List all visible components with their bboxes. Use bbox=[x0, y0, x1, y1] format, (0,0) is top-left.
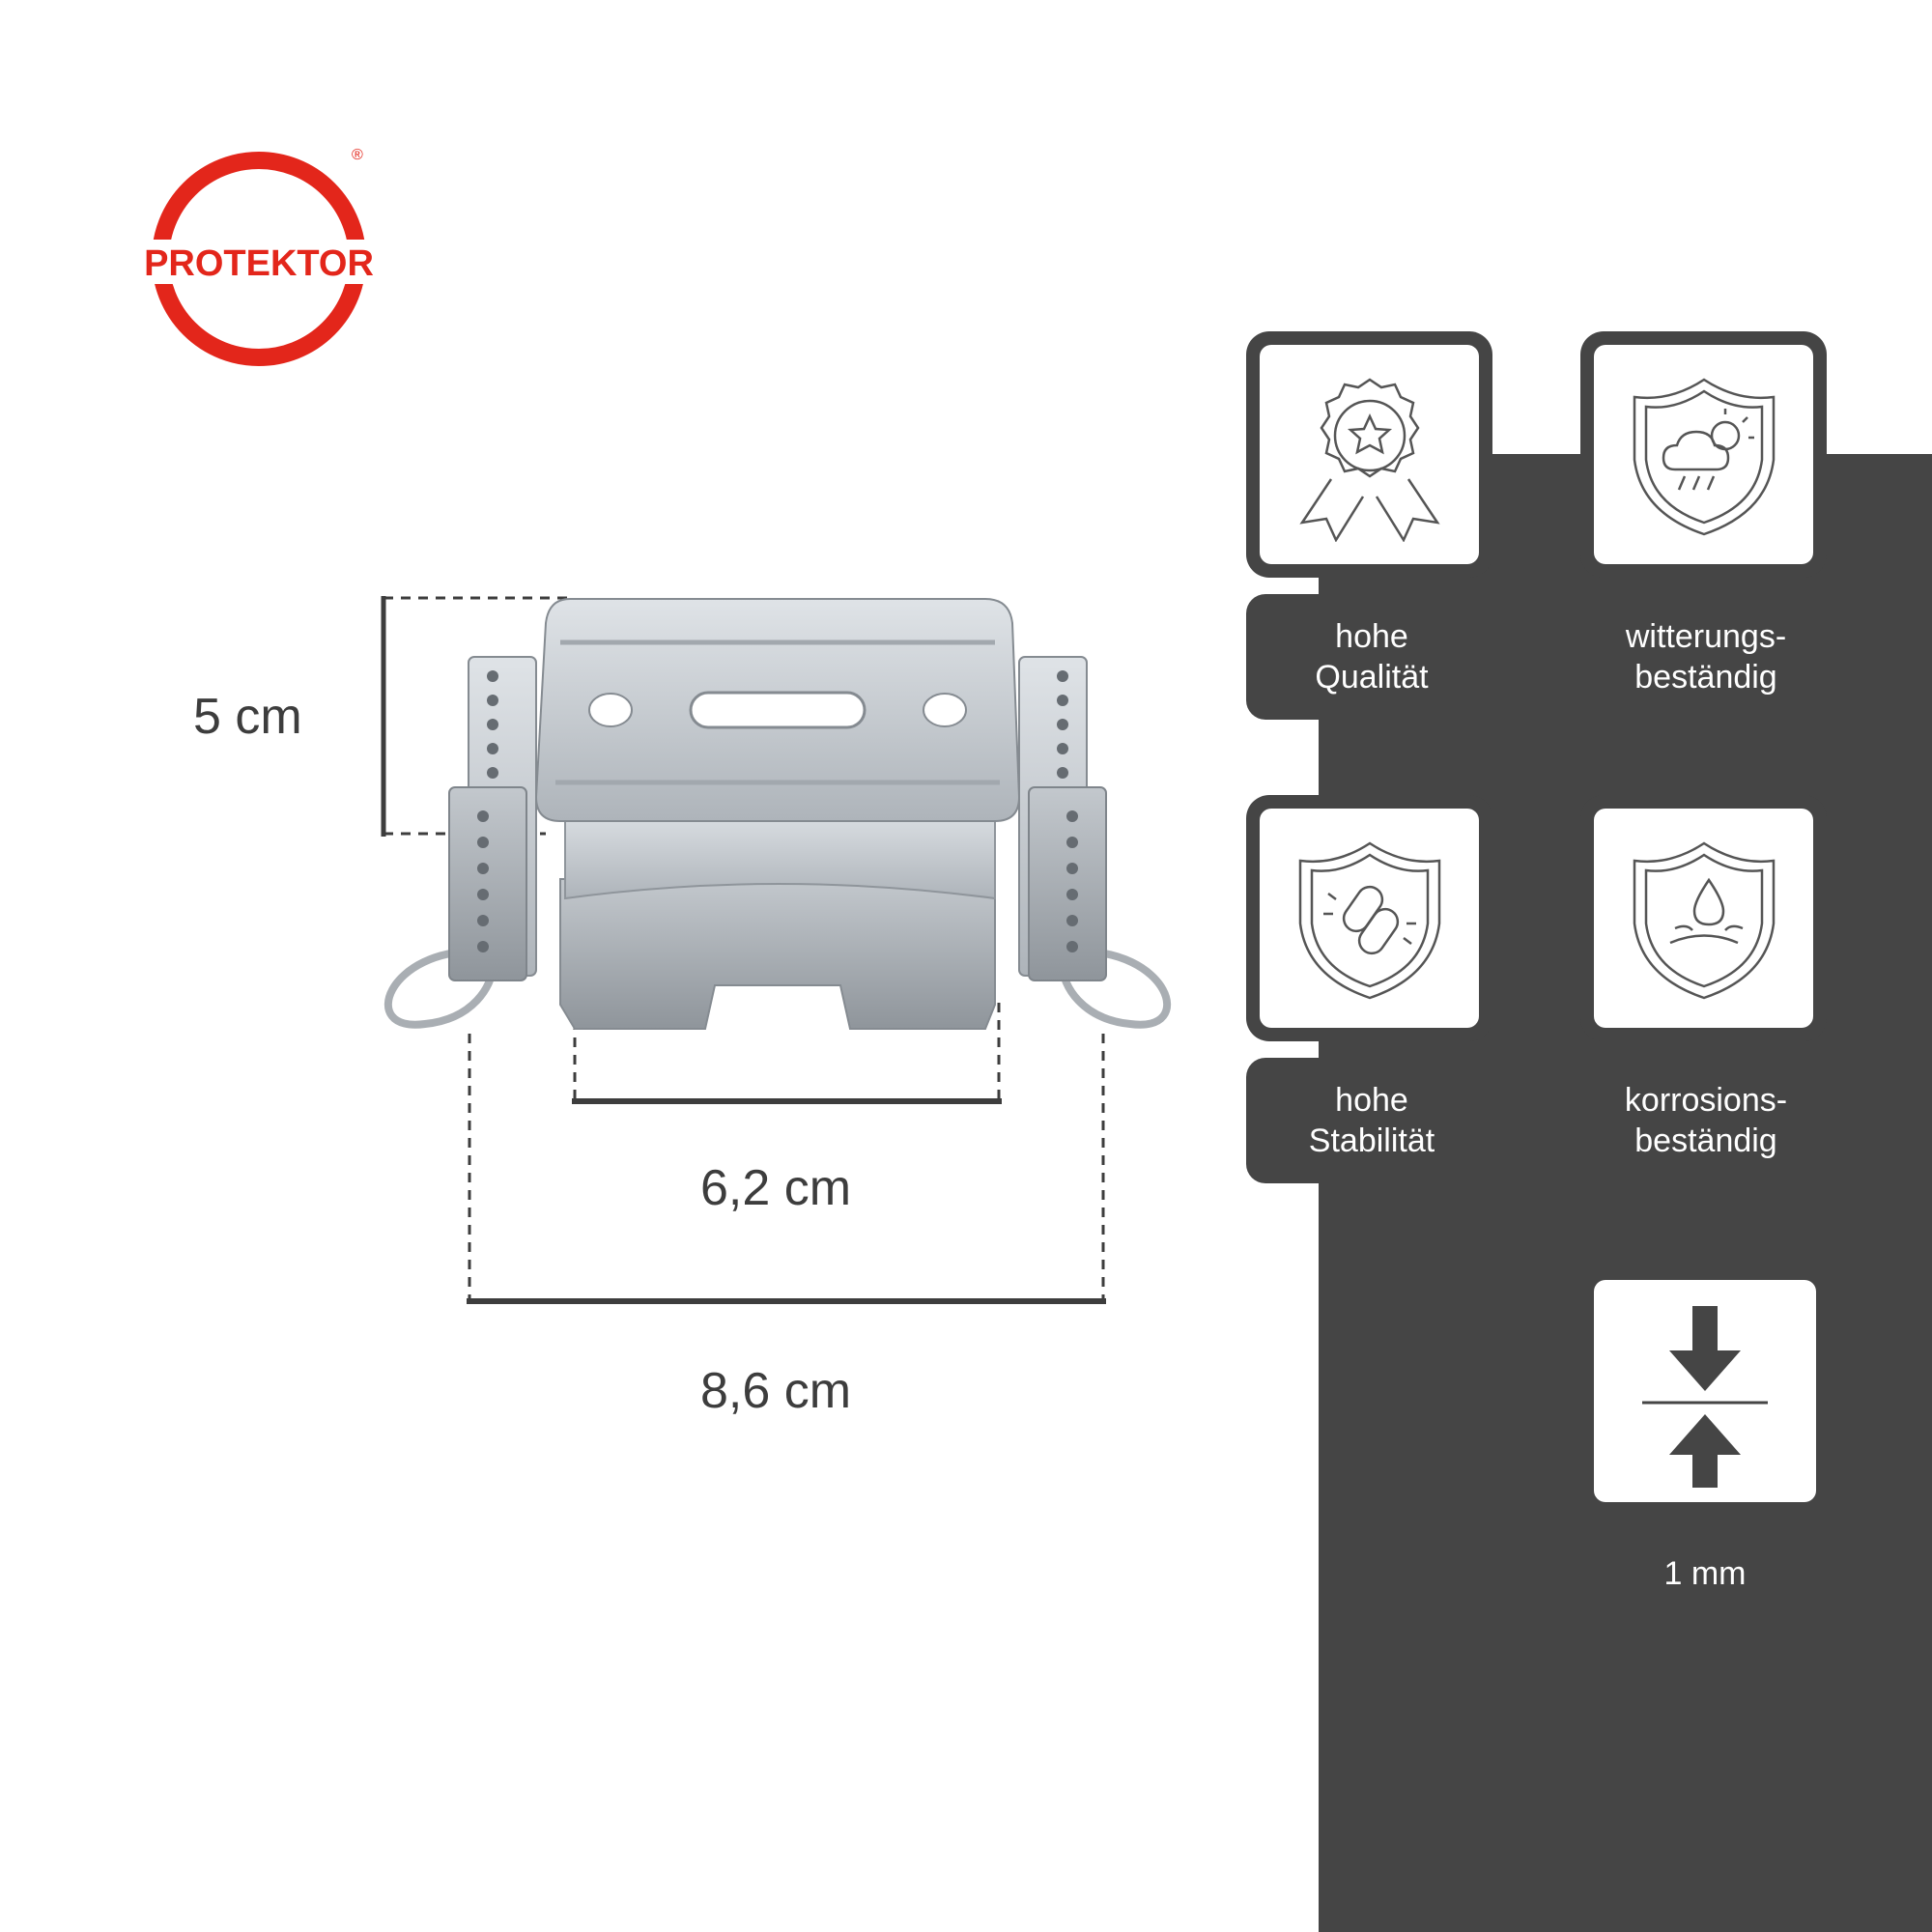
thickness-arrows-icon bbox=[1642, 1306, 1768, 1488]
brand-name: PROTEKTOR bbox=[144, 243, 374, 284]
feature-label-corrosion: korrosions- beständig bbox=[1624, 1082, 1788, 1159]
award-medal-icon bbox=[1298, 377, 1440, 542]
feature-label-stability: hohe Stabilität bbox=[1308, 1082, 1435, 1159]
protektor-logo: PROTEKTOR ® bbox=[143, 143, 375, 375]
chain-shield-icon bbox=[1298, 841, 1440, 999]
weather-shield-icon bbox=[1633, 378, 1775, 535]
registered-mark: ® bbox=[352, 147, 363, 163]
thickness-card bbox=[1594, 1280, 1816, 1502]
feature-card-weather bbox=[1580, 331, 1827, 578]
height-dimension-label: 5 cm bbox=[193, 689, 302, 745]
water-shield-icon bbox=[1633, 841, 1775, 999]
feature-card-corrosion bbox=[1580, 795, 1827, 1041]
feature-label-weather: witterungs- beständig bbox=[1625, 618, 1787, 696]
inner-width-dimension-label: 6,2 cm bbox=[700, 1160, 852, 1216]
feature-tab-stability bbox=[1246, 1058, 1420, 1183]
outer-width-dimension-label: 8,6 cm bbox=[700, 1363, 852, 1419]
product-bracket-image bbox=[384, 598, 1172, 1030]
thickness-label: 1 mm bbox=[1663, 1555, 1747, 1592]
feature-tab-quality bbox=[1246, 594, 1420, 720]
feature-label-quality: hohe Qualität bbox=[1315, 618, 1429, 696]
dimension-lines bbox=[381, 596, 1106, 1304]
feature-card-quality bbox=[1246, 331, 1492, 578]
feature-card-stability bbox=[1246, 795, 1492, 1041]
dark-side-panel bbox=[1319, 454, 1932, 1932]
